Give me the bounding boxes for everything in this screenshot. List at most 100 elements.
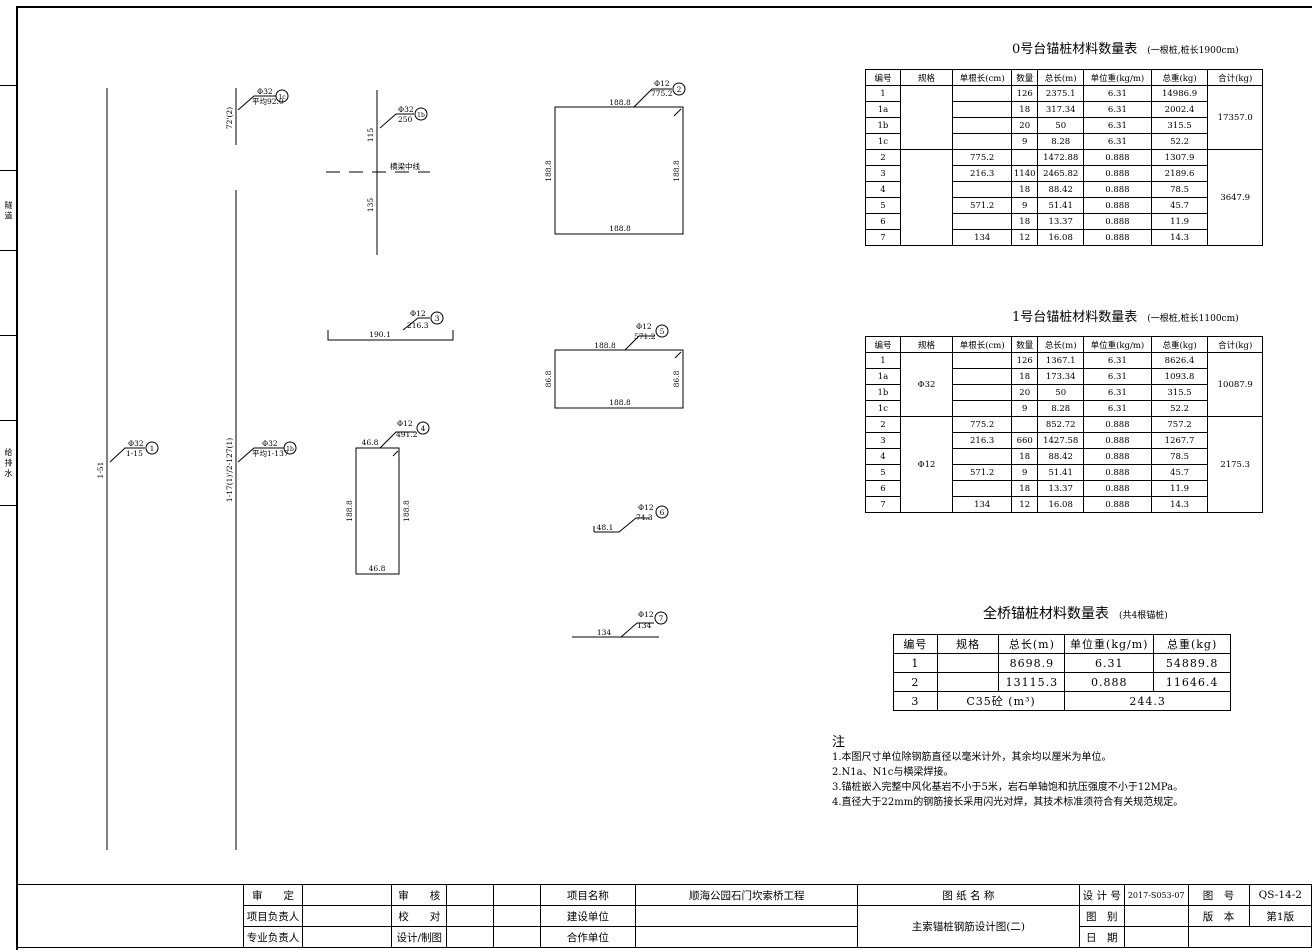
bar7-val: 134 — [637, 621, 652, 630]
column-header: 编号 — [865, 336, 901, 353]
quantity-cell — [1011, 416, 1039, 433]
table-all-title-text: 全桥锚桩材料数量表 — [983, 606, 1109, 622]
table-cell: 13115.3 — [998, 672, 1066, 692]
leader-5 — [624, 335, 655, 351]
tb-cell — [1187, 926, 1312, 948]
row-no-cell: 7 — [865, 496, 901, 513]
total-length-cell: 50 — [1037, 117, 1085, 134]
tb-category — [1123, 905, 1189, 927]
total-length-cell: 16.08 — [1037, 496, 1085, 513]
tb-cell — [302, 905, 393, 927]
total-weight-cell: 11.9 — [1150, 480, 1209, 497]
bar4-left: 188.8 — [345, 500, 354, 522]
bar1b-dia: Φ32 — [262, 439, 278, 448]
tb-label: 设 计 号 — [1078, 884, 1125, 906]
unit-length-cell: 216.3 — [952, 165, 1013, 182]
callout-circle-1a — [414, 107, 428, 121]
total-weight-cell: 757.2 — [1150, 416, 1209, 433]
total-weight-cell: 11.9 — [1150, 213, 1209, 230]
tb-blank — [16, 884, 244, 948]
total-length-cell: 16.08 — [1037, 229, 1085, 246]
strip-cell — [0, 336, 16, 421]
total-length-cell: 8.28 — [1037, 133, 1085, 150]
table-cell — [936, 653, 1000, 673]
unit-weight-cell: 6.31 — [1083, 133, 1152, 150]
strip-cell-water: 给 排 水 — [0, 421, 16, 506]
quantity-cell: 18 — [1011, 213, 1039, 230]
table0: 编号规格单根长(cm)数量总长(m)单位重(kg/m)总重(kg)合计(kg)1… — [865, 69, 1263, 246]
unit-length-cell — [952, 448, 1013, 465]
callout-circle-5 — [655, 324, 669, 338]
unit-length-cell — [952, 213, 1013, 230]
subtotal-cell: 2175.3 — [1207, 416, 1263, 513]
bar7-dia: Φ12 — [638, 610, 654, 619]
callout-circle-6 — [655, 505, 669, 519]
bar5-shape — [554, 349, 684, 409]
table0-title: 0号台锚桩材料数量表(一根桩,桩长1900cm) — [1012, 38, 1239, 57]
concrete-label: C35砼 (m³) — [936, 691, 1066, 711]
unit-length-cell: 775.2 — [952, 149, 1013, 166]
bar1c-dia: Φ32 — [257, 87, 273, 96]
unit-weight-cell: 0.888 — [1083, 432, 1152, 449]
column-header: 规格 — [936, 634, 1000, 654]
column-header: 规格 — [899, 69, 954, 86]
bar4-right: 188.8 — [402, 500, 411, 522]
bar5-no: 5 — [660, 327, 665, 336]
total-length-cell: 51.41 — [1037, 464, 1085, 481]
unit-weight-cell: 0.888 — [1083, 165, 1152, 182]
table1-title-text: 1号台锚桩材料数量表 — [1012, 310, 1138, 325]
title-block-row: 审 定 审 核 项目名称 顺海公园石门坎索桥工程 图 纸 名 称 设 计 号 2… — [16, 884, 1312, 948]
note-item: 1.本图尺寸单位除钢筋直径以毫米计外，其余均以厘米为单位。 — [832, 752, 1112, 763]
leader-1 — [109, 447, 145, 463]
bar1a-dim-bot: 135 — [366, 198, 375, 213]
table0-subtitle: (一根桩,桩长1900cm) — [1147, 46, 1239, 56]
quantity-cell: 9 — [1011, 197, 1039, 214]
bar3-shape — [327, 330, 454, 341]
unit-length-cell: 571.2 — [952, 464, 1013, 481]
total-weight-cell: 1307.9 — [1150, 149, 1209, 166]
strip-cell — [0, 6, 16, 86]
bar4-dia: Φ12 — [397, 419, 413, 428]
row-no-cell: 7 — [865, 229, 901, 246]
column-header: 总重(kg) — [1150, 69, 1209, 86]
total-length-cell: 51.41 — [1037, 197, 1085, 214]
pile-right-label: 1-17(1)'/2-127(1) — [225, 438, 234, 502]
tb-cell — [446, 905, 494, 927]
quantity-cell: 12 — [1011, 496, 1039, 513]
unit-length-cell — [952, 181, 1013, 198]
unit-weight-cell: 6.31 — [1083, 400, 1152, 417]
bar1a-val: 250 — [398, 115, 413, 124]
table1: 编号规格单根长(cm)数量总长(m)单位重(kg/m)总重(kg)合计(kg)1… — [865, 336, 1263, 513]
column-header: 总长(m) — [1037, 69, 1085, 86]
total-length-cell: 88.42 — [1037, 448, 1085, 465]
bar3-base: 190.1 — [369, 330, 390, 339]
unit-length-cell — [952, 352, 1013, 369]
column-header: 单根长(cm) — [952, 336, 1013, 353]
unit-weight-cell: 6.31 — [1083, 368, 1152, 385]
tb-version: 第1版 — [1248, 905, 1312, 927]
title-block: 审 定 审 核 项目名称 顺海公园石门坎索桥工程 图 纸 名 称 设 计 号 2… — [16, 884, 1312, 948]
tb-label: 日 期 — [1078, 926, 1125, 948]
unit-weight-cell: 0.888 — [1083, 229, 1152, 246]
quantity-cell: 12 — [1011, 229, 1039, 246]
total-weight-cell: 1093.8 — [1150, 368, 1209, 385]
column-header: 数量 — [1011, 69, 1039, 86]
quantity-cell: 20 — [1011, 117, 1039, 134]
total-weight-cell: 78.5 — [1150, 448, 1209, 465]
notes: 注 1.本图尺寸单位除钢筋直径以毫米计外，其余均以厘米为单位。 2.N1a、N1… — [832, 735, 1183, 810]
bar6-shape — [594, 517, 650, 533]
rebar-drawing: 1-51 1-17(1)'/2-127(1) 72'(2) Φ32 1-15 1… — [96, 79, 686, 850]
tb-design-no: 2017-S053-07 — [1123, 884, 1189, 906]
leader-7 — [620, 622, 654, 638]
drawing-frame — [16, 6, 1312, 950]
unit-weight-cell: 0.888 — [1083, 448, 1152, 465]
note-item: 3.锚桩嵌入完整中风化基岩不小于5米，岩石单轴饱和抗压强度不小于12MPa。 — [832, 782, 1184, 793]
unit-length-cell — [952, 101, 1013, 118]
column-header: 总重(kg) — [1153, 634, 1231, 654]
spec-cell: Φ12 — [899, 416, 954, 513]
